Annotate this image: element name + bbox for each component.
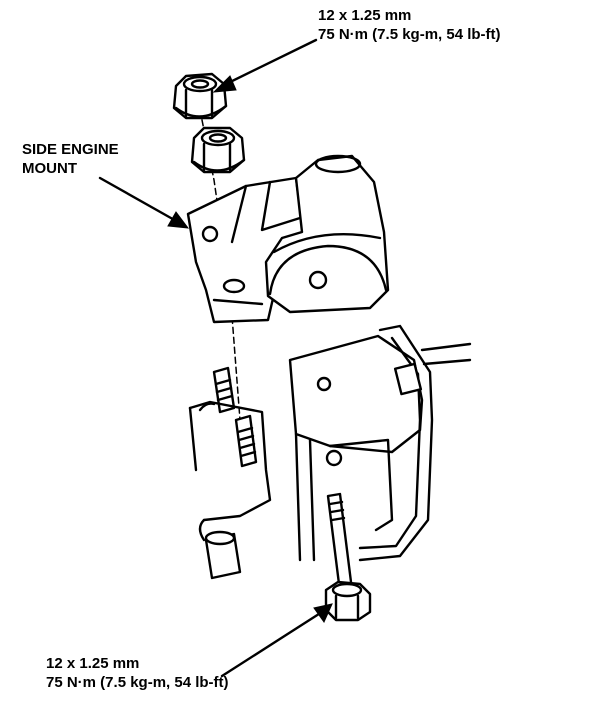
mount-label-line2: MOUNT xyxy=(22,160,77,177)
top-torque-value: 75 N·m (7.5 kg-m, 54 lb-ft) xyxy=(318,26,501,43)
bottom-thread-size: 12 x 1.25 mm xyxy=(46,655,140,672)
leader-arrow-mount xyxy=(98,176,190,229)
leader-arrow-top xyxy=(212,38,318,93)
side-engine-mount xyxy=(186,154,390,324)
second-nut xyxy=(190,126,246,174)
bottom-torque-value: 75 N·m (7.5 kg-m, 54 lb-ft) xyxy=(46,674,229,691)
studs xyxy=(198,366,258,580)
bottom-torque-spec-label: 12 x 1.25 mm 75 N·m (7.5 kg-m, 54 lb-ft) xyxy=(46,654,229,692)
top-thread-size: 12 x 1.25 mm xyxy=(318,7,412,24)
left-frame-bracket xyxy=(188,400,272,542)
mount-label-line1: SIDE ENGINE xyxy=(22,141,119,158)
top-nut xyxy=(172,72,228,120)
top-torque-spec-label: 12 x 1.25 mm 75 N·m (7.5 kg-m, 54 lb-ft) xyxy=(318,6,501,44)
side-engine-mount-label: SIDE ENGINE MOUNT xyxy=(22,140,119,178)
leader-arrow-bottom xyxy=(220,603,333,678)
long-bolt xyxy=(324,492,372,622)
subframe xyxy=(288,324,472,562)
